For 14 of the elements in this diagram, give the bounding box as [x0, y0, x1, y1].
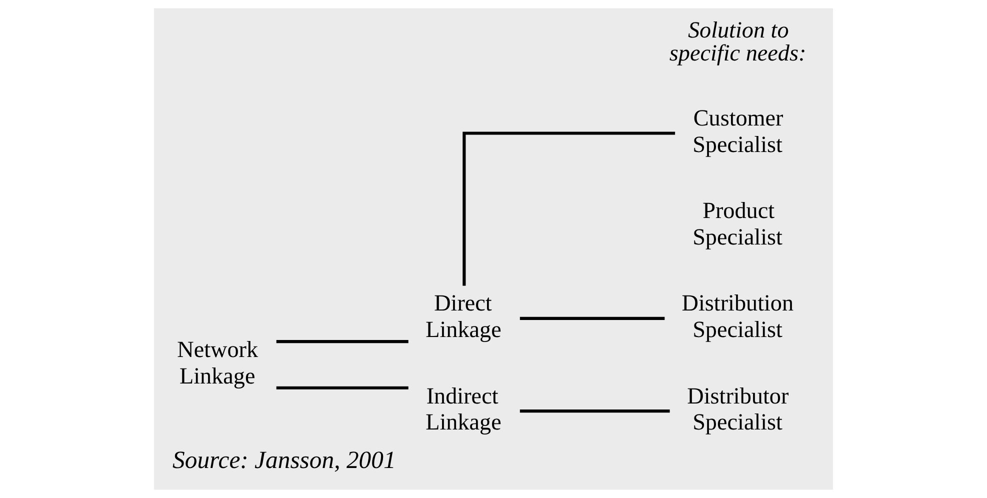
connector [276, 340, 408, 344]
label: Solution to specific needs: [669, 18, 806, 67]
connector [462, 132, 676, 286]
node-text: Distributor Specialist [687, 383, 789, 436]
node-text: Customer Specialist [692, 106, 784, 158]
connector [520, 410, 670, 413]
connector [520, 316, 665, 320]
node-text: Direct Linkage [426, 290, 502, 343]
label: Product Specialist [692, 198, 782, 250]
caption: Source: Jansson, 2001 [172, 446, 396, 474]
node-text: Network Linkage [177, 337, 258, 390]
node-text: Indirect Linkage [426, 383, 502, 436]
connector [276, 386, 408, 390]
node-text: Distribution Specialist [682, 290, 794, 343]
